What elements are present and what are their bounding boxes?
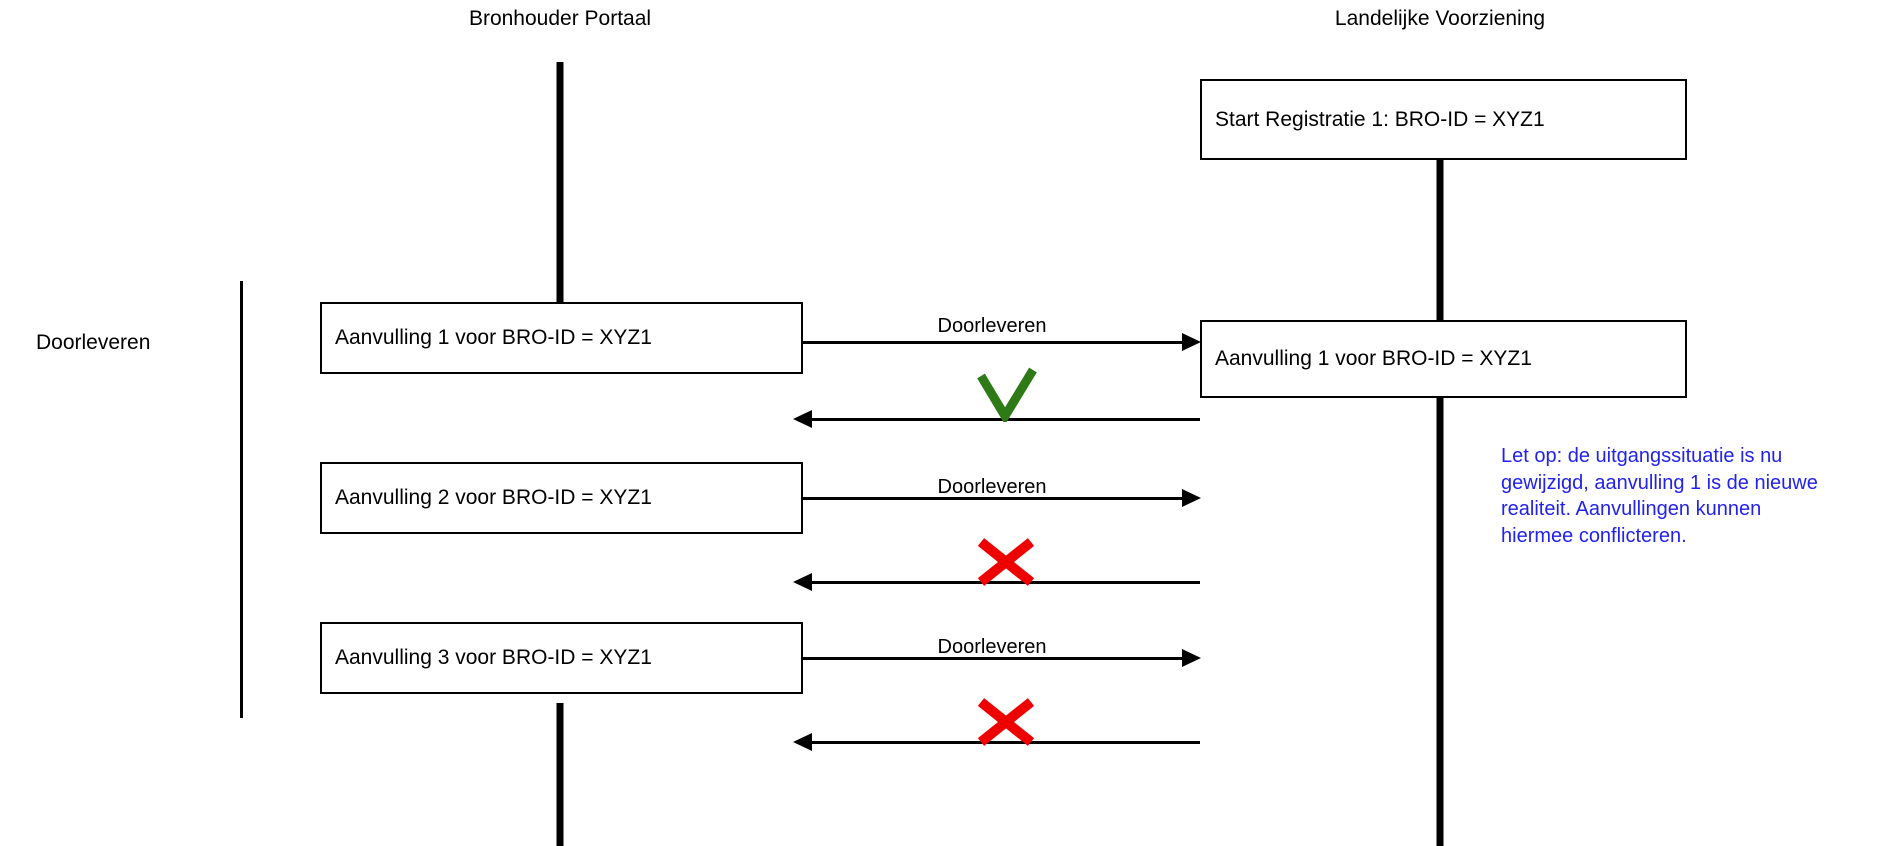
arrow-head-reply-2 (793, 573, 812, 591)
arrow-line-send-1 (803, 341, 1188, 344)
arrow-head-reply-3 (793, 733, 812, 751)
note-line-3: realiteit. Aanvullingen kunnen (1501, 498, 1762, 521)
box-aanvulling-1-landelijke[interactable]: Aanvulling 1 voor BRO-ID = XYZ1 (1200, 320, 1687, 398)
group-label-doorleveren: Doorleveren (36, 331, 151, 354)
lane-title-landelijke-voorziening: Landelijke Voorziening (1334, 7, 1546, 30)
group-bracket-doorleveren (240, 281, 243, 718)
arrow-head-reply-1 (793, 410, 812, 428)
cross-mark-icon-2 (975, 538, 1037, 586)
arrow-head-send-1 (1182, 333, 1201, 351)
arrow-label-send-2: Doorleveren (937, 476, 1047, 498)
note-conflict-warning: Let op: de uitgangssituatie is nu gewijz… (1501, 443, 1851, 549)
arrow-head-send-3 (1182, 649, 1201, 667)
lane-title-bronhouder-portaal: Bronhouder Portaal (468, 7, 652, 30)
note-line-2: gewijzigd, aanvulling 1 is de nieuwe (1501, 471, 1818, 494)
box-start-registratie[interactable]: Start Registratie 1: BRO-ID = XYZ1 (1200, 79, 1687, 160)
arrow-line-send-2 (803, 497, 1188, 500)
note-line-4: hiermee conflicteren. (1501, 524, 1687, 547)
lifeline-bronhouder-lower (556, 703, 564, 846)
arrow-label-send-1: Doorleveren (937, 315, 1047, 337)
note-line-1: Let op: de uitgangssituatie is nu (1501, 445, 1783, 467)
lifeline-landelijke-upper (1436, 160, 1444, 320)
arrow-line-send-3 (803, 657, 1188, 660)
lifeline-bronhouder-upper (556, 62, 564, 303)
lifeline-landelijke-lower (1436, 398, 1444, 846)
box-aanvulling-3-bronhouder[interactable]: Aanvulling 3 voor BRO-ID = XYZ1 (320, 622, 803, 694)
box-aanvulling-2-bronhouder[interactable]: Aanvulling 2 voor BRO-ID = XYZ1 (320, 462, 803, 534)
cross-mark-icon-3 (975, 698, 1037, 746)
arrow-head-send-2 (1182, 489, 1201, 507)
arrow-label-send-3: Doorleveren (937, 636, 1047, 658)
check-mark-icon-1 (975, 366, 1043, 425)
arrow-line-reply-2 (812, 581, 1200, 584)
arrow-line-reply-3 (812, 741, 1200, 744)
box-aanvulling-1-bronhouder[interactable]: Aanvulling 1 voor BRO-ID = XYZ1 (320, 302, 803, 374)
